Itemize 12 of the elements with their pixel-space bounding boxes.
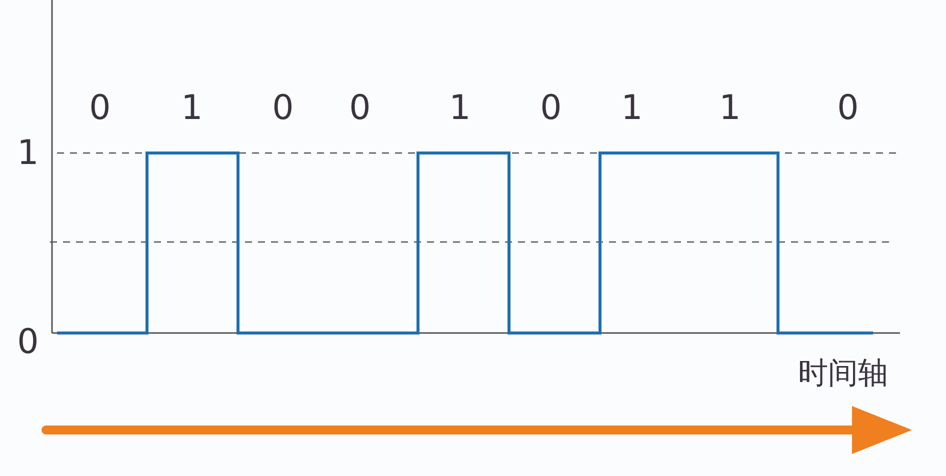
bit-label: 0 — [837, 91, 859, 125]
bit-label: 0 — [349, 91, 371, 125]
bit-label: 1 — [719, 91, 741, 125]
tick-label: 1 — [17, 136, 39, 170]
bit-label: 0 — [89, 91, 111, 125]
bit-label: 1 — [449, 91, 471, 125]
bit-label: 0 — [540, 91, 562, 125]
bit-label: 0 — [272, 91, 294, 125]
tick-label: 0 — [17, 325, 39, 359]
bit-label: 1 — [621, 91, 643, 125]
bit-label: 1 — [181, 91, 203, 125]
axis-title: 时间轴 — [798, 359, 888, 389]
